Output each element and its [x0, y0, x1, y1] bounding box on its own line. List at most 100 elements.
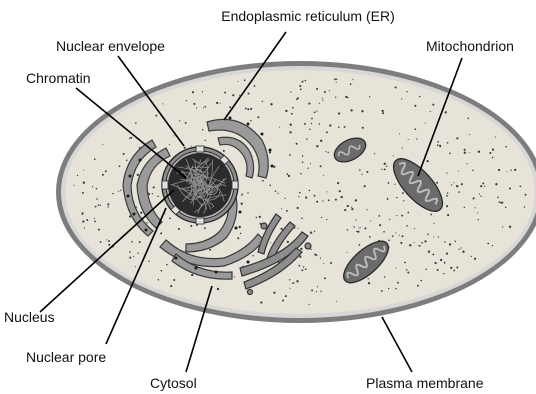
speckle [446, 172, 447, 173]
speckle [469, 134, 470, 135]
speckle [131, 241, 133, 243]
speckle [316, 254, 318, 256]
speckle [120, 190, 121, 191]
speckle [389, 219, 390, 220]
speckle [297, 97, 299, 99]
speckle [420, 280, 422, 282]
speckle [449, 153, 451, 155]
speckle [414, 128, 416, 130]
speckle [300, 173, 301, 174]
speckle [379, 224, 381, 226]
speckle [416, 138, 417, 139]
speckle [437, 141, 439, 143]
speckle [247, 92, 249, 94]
label-er: Endoplasmic reticulum (ER) [221, 8, 395, 24]
speckle [326, 219, 327, 220]
speckle [498, 169, 500, 171]
speckle [402, 235, 404, 237]
speckle [479, 194, 480, 195]
speckle [322, 100, 323, 101]
speckle [322, 200, 323, 201]
speckle [396, 215, 397, 216]
speckle [419, 245, 421, 247]
speckle [119, 165, 121, 167]
speckle [368, 278, 369, 279]
speckle [320, 290, 321, 291]
speckle [345, 96, 347, 98]
speckle [451, 184, 452, 185]
speckle [292, 283, 293, 284]
speckle [322, 98, 323, 99]
speckle [346, 252, 347, 253]
speckle [299, 192, 301, 194]
speckle [358, 227, 359, 228]
speckle [454, 241, 455, 242]
speckle [135, 266, 136, 267]
speckle [461, 183, 463, 185]
speckle [323, 175, 324, 176]
speckle [402, 192, 404, 194]
speckle [324, 91, 326, 93]
label-chromatin: Chromatin [26, 70, 91, 86]
speckle [169, 218, 171, 220]
speckle [480, 185, 482, 187]
speckle [320, 165, 322, 167]
speckle [417, 285, 419, 287]
speckle [297, 207, 299, 209]
speckle [298, 228, 299, 229]
speckle [112, 193, 113, 194]
speckle [301, 217, 303, 219]
leader-plasma-membrane [382, 317, 412, 372]
speckle [287, 241, 289, 243]
speckle [364, 185, 366, 187]
speckle [305, 196, 307, 198]
speckle [148, 261, 149, 262]
speckle [286, 173, 288, 175]
speckle [360, 227, 361, 228]
speckle [446, 253, 448, 255]
speckle [107, 203, 109, 205]
speckle [191, 146, 192, 147]
speckle [133, 256, 134, 257]
speckle [362, 127, 364, 129]
speckle [239, 95, 240, 96]
speckle [316, 201, 318, 203]
speckle [487, 243, 489, 245]
speckle [369, 236, 371, 238]
speckle [314, 231, 315, 232]
speckle [83, 182, 85, 184]
speckle [169, 144, 170, 145]
speckle [350, 109, 352, 111]
speckle [432, 104, 434, 106]
speckle [170, 285, 172, 287]
speckle [232, 94, 234, 96]
speckle [291, 113, 293, 115]
speckle [73, 185, 74, 186]
speckle [406, 269, 408, 271]
speckle [234, 276, 235, 277]
speckle [421, 242, 423, 244]
speckle [309, 190, 310, 191]
speckle [459, 249, 460, 250]
speckle [244, 79, 246, 81]
speckle [368, 282, 370, 284]
speckle [153, 186, 155, 188]
speckle [140, 212, 142, 214]
speckle [204, 106, 206, 108]
speckle [298, 196, 299, 197]
speckle [428, 251, 430, 253]
speckle [396, 197, 397, 198]
speckle [98, 204, 100, 206]
speckle [302, 81, 304, 83]
speckle [135, 122, 137, 124]
speckle [162, 103, 163, 104]
speckle [305, 268, 307, 270]
speckle [146, 222, 148, 224]
speckle [334, 78, 336, 80]
speckle [450, 267, 452, 269]
speckle [82, 214, 83, 215]
speckle [306, 138, 307, 139]
speckle [336, 82, 337, 83]
speckle [327, 191, 328, 192]
speckle [475, 207, 476, 208]
